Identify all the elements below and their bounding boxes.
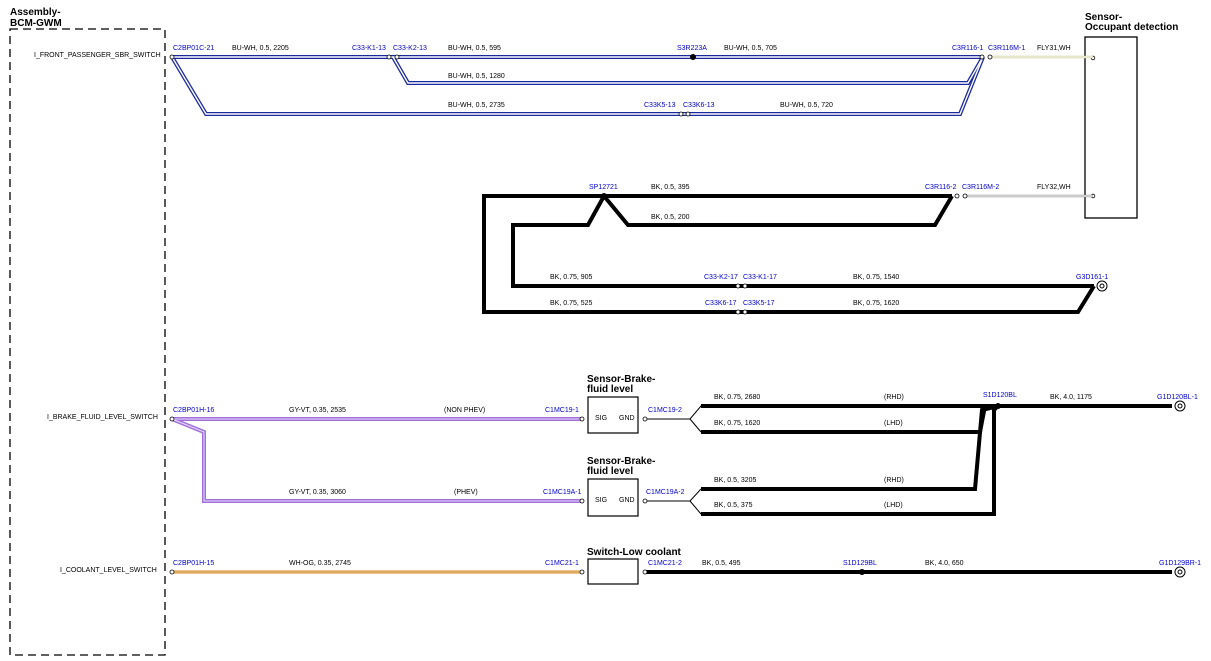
wire-note: (LHD)	[884, 420, 903, 427]
assembly-title-line1: Assembly-	[10, 7, 61, 18]
brake-sensor-1-pin-sig: SIG	[595, 415, 607, 422]
wire-label: BU-WH, 0.5, 2205	[232, 45, 289, 52]
wire-label: BK, 0.75, 905	[550, 274, 593, 281]
brake-sensor-1-box	[587, 396, 639, 434]
brake-sensor-1-title-line2: fluid level	[587, 384, 633, 395]
wire-label: BK, 4.0, 650	[925, 560, 964, 567]
connector-label: S1D129BL	[843, 560, 877, 567]
wire-label: BK, 0.75, 2680	[714, 394, 760, 401]
occupant-sensor-box	[1084, 36, 1138, 219]
connector-label: S3R223A	[677, 45, 707, 52]
coolant-switch-box	[587, 558, 639, 585]
connector-label: G1D129BR-1	[1159, 560, 1201, 567]
wire-label: BU-WH, 0.5, 595	[448, 45, 501, 52]
connector-label: C33-K2-13	[393, 45, 427, 52]
wire-note: (RHD)	[884, 394, 904, 401]
seatbelt-circuit	[170, 55, 1093, 116]
connector-label: S1D120BL	[983, 392, 1017, 399]
wire-label: BK, 0.75, 1620	[714, 420, 760, 427]
connector-label: C1MC21-2	[648, 560, 682, 567]
wire-note: (LHD)	[884, 502, 903, 509]
connector-label: C33K6-17	[705, 300, 737, 307]
connector-label: C2BP01C-21	[173, 45, 214, 52]
connector-label: C33-K2-17	[704, 274, 738, 281]
connector-label: C1MC19A-2	[646, 489, 685, 496]
connector-label: C2BP01H-16	[173, 407, 214, 414]
connector-label: C33K6-13	[683, 102, 715, 109]
wire-note: (PHEV)	[454, 489, 478, 496]
brake-fluid-circuit	[171, 417, 582, 503]
wire-label: BU-WH, 0.5, 720	[780, 102, 833, 109]
brake-sensor-1-pin-gnd: GND	[619, 415, 635, 422]
brake-sensor-1-title-line1: Sensor-Brake-	[587, 374, 655, 385]
wire-label: BK, 0.75, 1620	[853, 300, 899, 307]
connector-label: C3R116M-2	[962, 184, 999, 191]
wire-label: GY-VT, 0.35, 3060	[289, 489, 346, 496]
connector-label: C1MC19A-1	[543, 489, 582, 496]
connector-label: SP12721	[589, 184, 618, 191]
connector-label: C2BP01H-15	[173, 560, 214, 567]
wire-label: BK, 0.5, 395	[651, 184, 690, 191]
connector-label: C3R116-1	[952, 45, 983, 52]
wire-label: BK, 0.75, 525	[550, 300, 593, 307]
connector-pins	[169, 54, 993, 575]
wire-label: BK, 4.0, 1175	[1050, 394, 1092, 401]
wire-note: (RHD)	[884, 477, 904, 484]
brake-sensor-2-title-line1: Sensor-Brake-	[587, 456, 655, 467]
wire-note: (NON PHEV)	[444, 407, 485, 414]
wire-label: BU-WH, 0.5, 1280	[448, 73, 505, 80]
connector-label: C1MC19-1	[545, 407, 579, 414]
connector-label: C3R116M-1	[988, 45, 1025, 52]
signal-coolant-label: I_COOLANT_LEVEL_SWITCH	[60, 567, 157, 574]
brake-sensor-2-pin-gnd: GND	[619, 497, 635, 504]
wire-label: WH-OG, 0.35, 2745	[289, 560, 351, 567]
connector-label: C3R116-2	[925, 184, 956, 191]
connector-label: G1D120BL-1	[1157, 394, 1198, 401]
connector-label: C33-K1-13	[352, 45, 386, 52]
wire-label: BK, 0.5, 375	[714, 502, 753, 509]
wire-label: FLY32,WH	[1037, 184, 1071, 191]
brake-sensor-2-pin-sig: SIG	[595, 497, 607, 504]
connector-label: C33K5-13	[644, 102, 676, 109]
wire-label: BK, 0.5, 200	[651, 214, 690, 221]
splice-points	[601, 54, 1001, 575]
connector-label: C33-K1-17	[743, 274, 777, 281]
wire-label: BU-WH, 0.5, 705	[724, 45, 777, 52]
brake-sensor-2-box	[587, 478, 639, 517]
wire-label: GY-VT, 0.35, 2535	[289, 407, 346, 414]
coolant-switch-title: Switch-Low coolant	[587, 547, 682, 558]
wire-label: BK, 0.5, 495	[702, 560, 741, 567]
connector-label: C1MC21-1	[545, 560, 579, 567]
signal-seatbelt-label: I_FRONT_PASSENGER_SBR_SWITCH	[34, 52, 161, 59]
wire-label: BU-WH, 0.5, 2735	[448, 102, 505, 109]
connector-label: G3D161-1	[1076, 274, 1108, 281]
wire-label: FLY31,WH	[1037, 45, 1071, 52]
wire-label: BK, 0.75, 1540	[853, 274, 899, 281]
bcm-gwm-box	[9, 28, 166, 656]
occupant-sensor-title-line1: Sensor-	[1085, 12, 1122, 23]
ground-network	[482, 194, 1096, 314]
wire-label: BK, 0.5, 3205	[714, 477, 757, 484]
ground-terminals	[1096, 280, 1186, 578]
assembly-title-line2: BCM-GWM	[10, 18, 62, 29]
connector-label: C33K5-17	[743, 300, 775, 307]
connector-label: C1MC19-2	[648, 407, 682, 414]
brake-sensor-2-title-line2: fluid level	[587, 466, 633, 477]
occupant-sensor-title-line2: Occupant detection	[1085, 22, 1178, 33]
signal-brake-label: I_BRAKE_FLUID_LEVEL_SWITCH	[47, 414, 158, 421]
